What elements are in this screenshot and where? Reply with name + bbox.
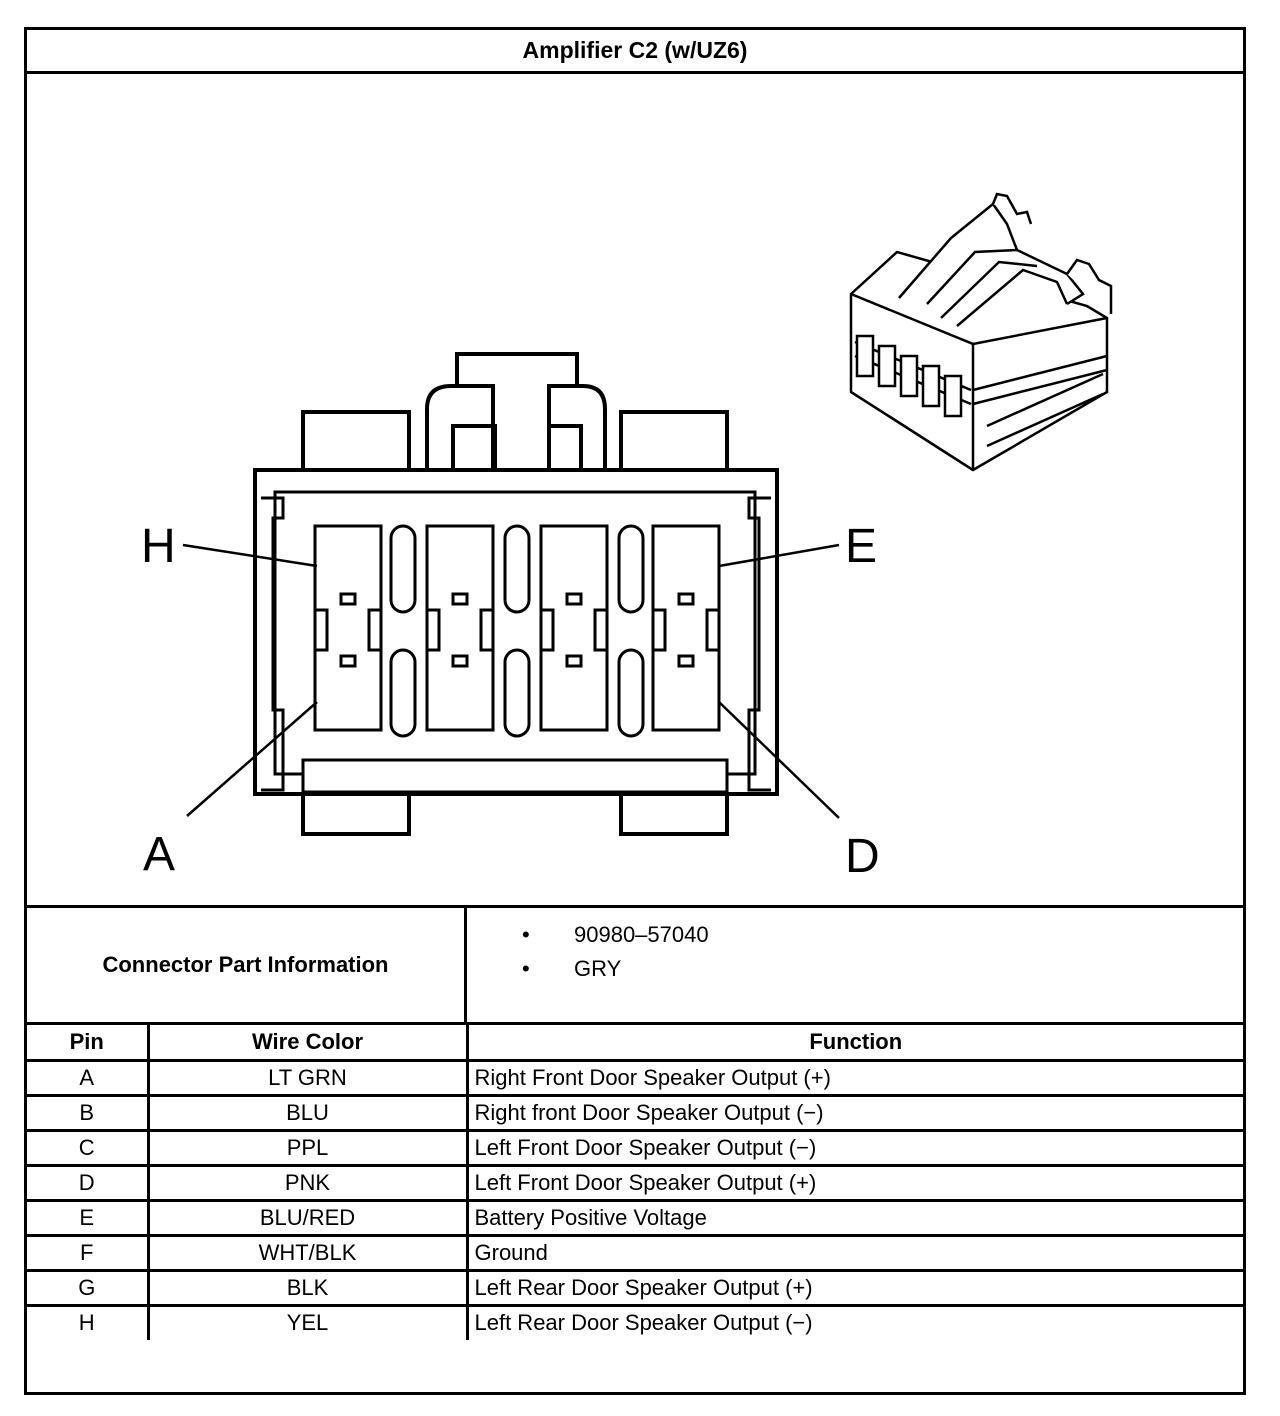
callout-d: D	[845, 830, 880, 883]
header-function: Function	[465, 1025, 1243, 1062]
wire-color-cell: PPL	[146, 1128, 469, 1167]
connector-color: GRY	[467, 952, 709, 986]
function-cell: Left Rear Door Speaker Output (−)	[465, 1303, 1243, 1340]
table-row: B BLU Right front Door Speaker Output (−…	[27, 1093, 1243, 1132]
function-cell: Ground	[465, 1233, 1243, 1272]
function-cell: Right Front Door Speaker Output (+)	[465, 1058, 1243, 1097]
function-cell: Left Front Door Speaker Output (+)	[465, 1163, 1243, 1202]
wire-color-cell: BLK	[146, 1268, 469, 1307]
wire-color-cell: BLU/RED	[146, 1198, 469, 1237]
function-cell: Left Front Door Speaker Output (−)	[465, 1128, 1243, 1167]
wire-color-cell: LT GRN	[146, 1058, 469, 1097]
connector-diagram: H E A D	[27, 74, 1243, 908]
pin-cell: H	[27, 1303, 150, 1340]
connector-title: Amplifier C2 (w/UZ6)	[27, 30, 1243, 74]
pin-cell: D	[27, 1163, 150, 1202]
function-cell: Left Rear Door Speaker Output (+)	[465, 1268, 1243, 1307]
header-pin: Pin	[27, 1025, 150, 1062]
pin-table-header: Pin Wire Color Function	[27, 1025, 1243, 1062]
part-info-list: 90980–57040 GRY	[467, 918, 709, 986]
function-cell: Battery Positive Voltage	[465, 1198, 1243, 1237]
pin-table: Pin Wire Color Function A LT GRN Right F…	[27, 1025, 1243, 1340]
table-row: F WHT/BLK Ground	[27, 1233, 1243, 1272]
connector-part-information: Connector Part Information 90980–57040 G…	[27, 908, 1243, 1025]
pin-cell: A	[27, 1058, 150, 1097]
terminal-cavities	[313, 524, 721, 738]
pin-cell: G	[27, 1268, 150, 1307]
wire-color-cell: WHT/BLK	[146, 1233, 469, 1272]
connector-sheet: Amplifier C2 (w/UZ6)	[24, 27, 1246, 1395]
pin-cell: B	[27, 1093, 150, 1132]
table-row: C PPL Left Front Door Speaker Output (−)	[27, 1128, 1243, 1167]
connector-face-view: H E A D	[141, 192, 1113, 883]
wire-color-cell: YEL	[146, 1303, 469, 1340]
callout-a: A	[143, 828, 175, 881]
table-row: A LT GRN Right Front Door Speaker Output…	[27, 1058, 1243, 1097]
pin-cell: F	[27, 1233, 150, 1272]
callout-h: H	[141, 520, 176, 573]
callout-leader-lines	[182, 543, 840, 819]
function-cell: Right front Door Speaker Output (−)	[465, 1093, 1243, 1132]
header-wire-color: Wire Color	[146, 1025, 469, 1062]
pin-cell: E	[27, 1198, 150, 1237]
part-info-label: Connector Part Information	[27, 908, 467, 1022]
part-number: 90980–57040	[467, 918, 709, 952]
table-row: H YEL Left Rear Door Speaker Output (−)	[27, 1303, 1243, 1340]
wire-color-cell: BLU	[146, 1093, 469, 1132]
table-row: D PNK Left Front Door Speaker Output (+)	[27, 1163, 1243, 1202]
connector-isometric-illustration	[849, 192, 1113, 472]
callout-e: E	[845, 520, 877, 573]
wire-color-cell: PNK	[146, 1163, 469, 1202]
table-row: E BLU/RED Battery Positive Voltage	[27, 1198, 1243, 1237]
pin-cell: C	[27, 1128, 150, 1167]
table-row: G BLK Left Rear Door Speaker Output (+)	[27, 1268, 1243, 1307]
